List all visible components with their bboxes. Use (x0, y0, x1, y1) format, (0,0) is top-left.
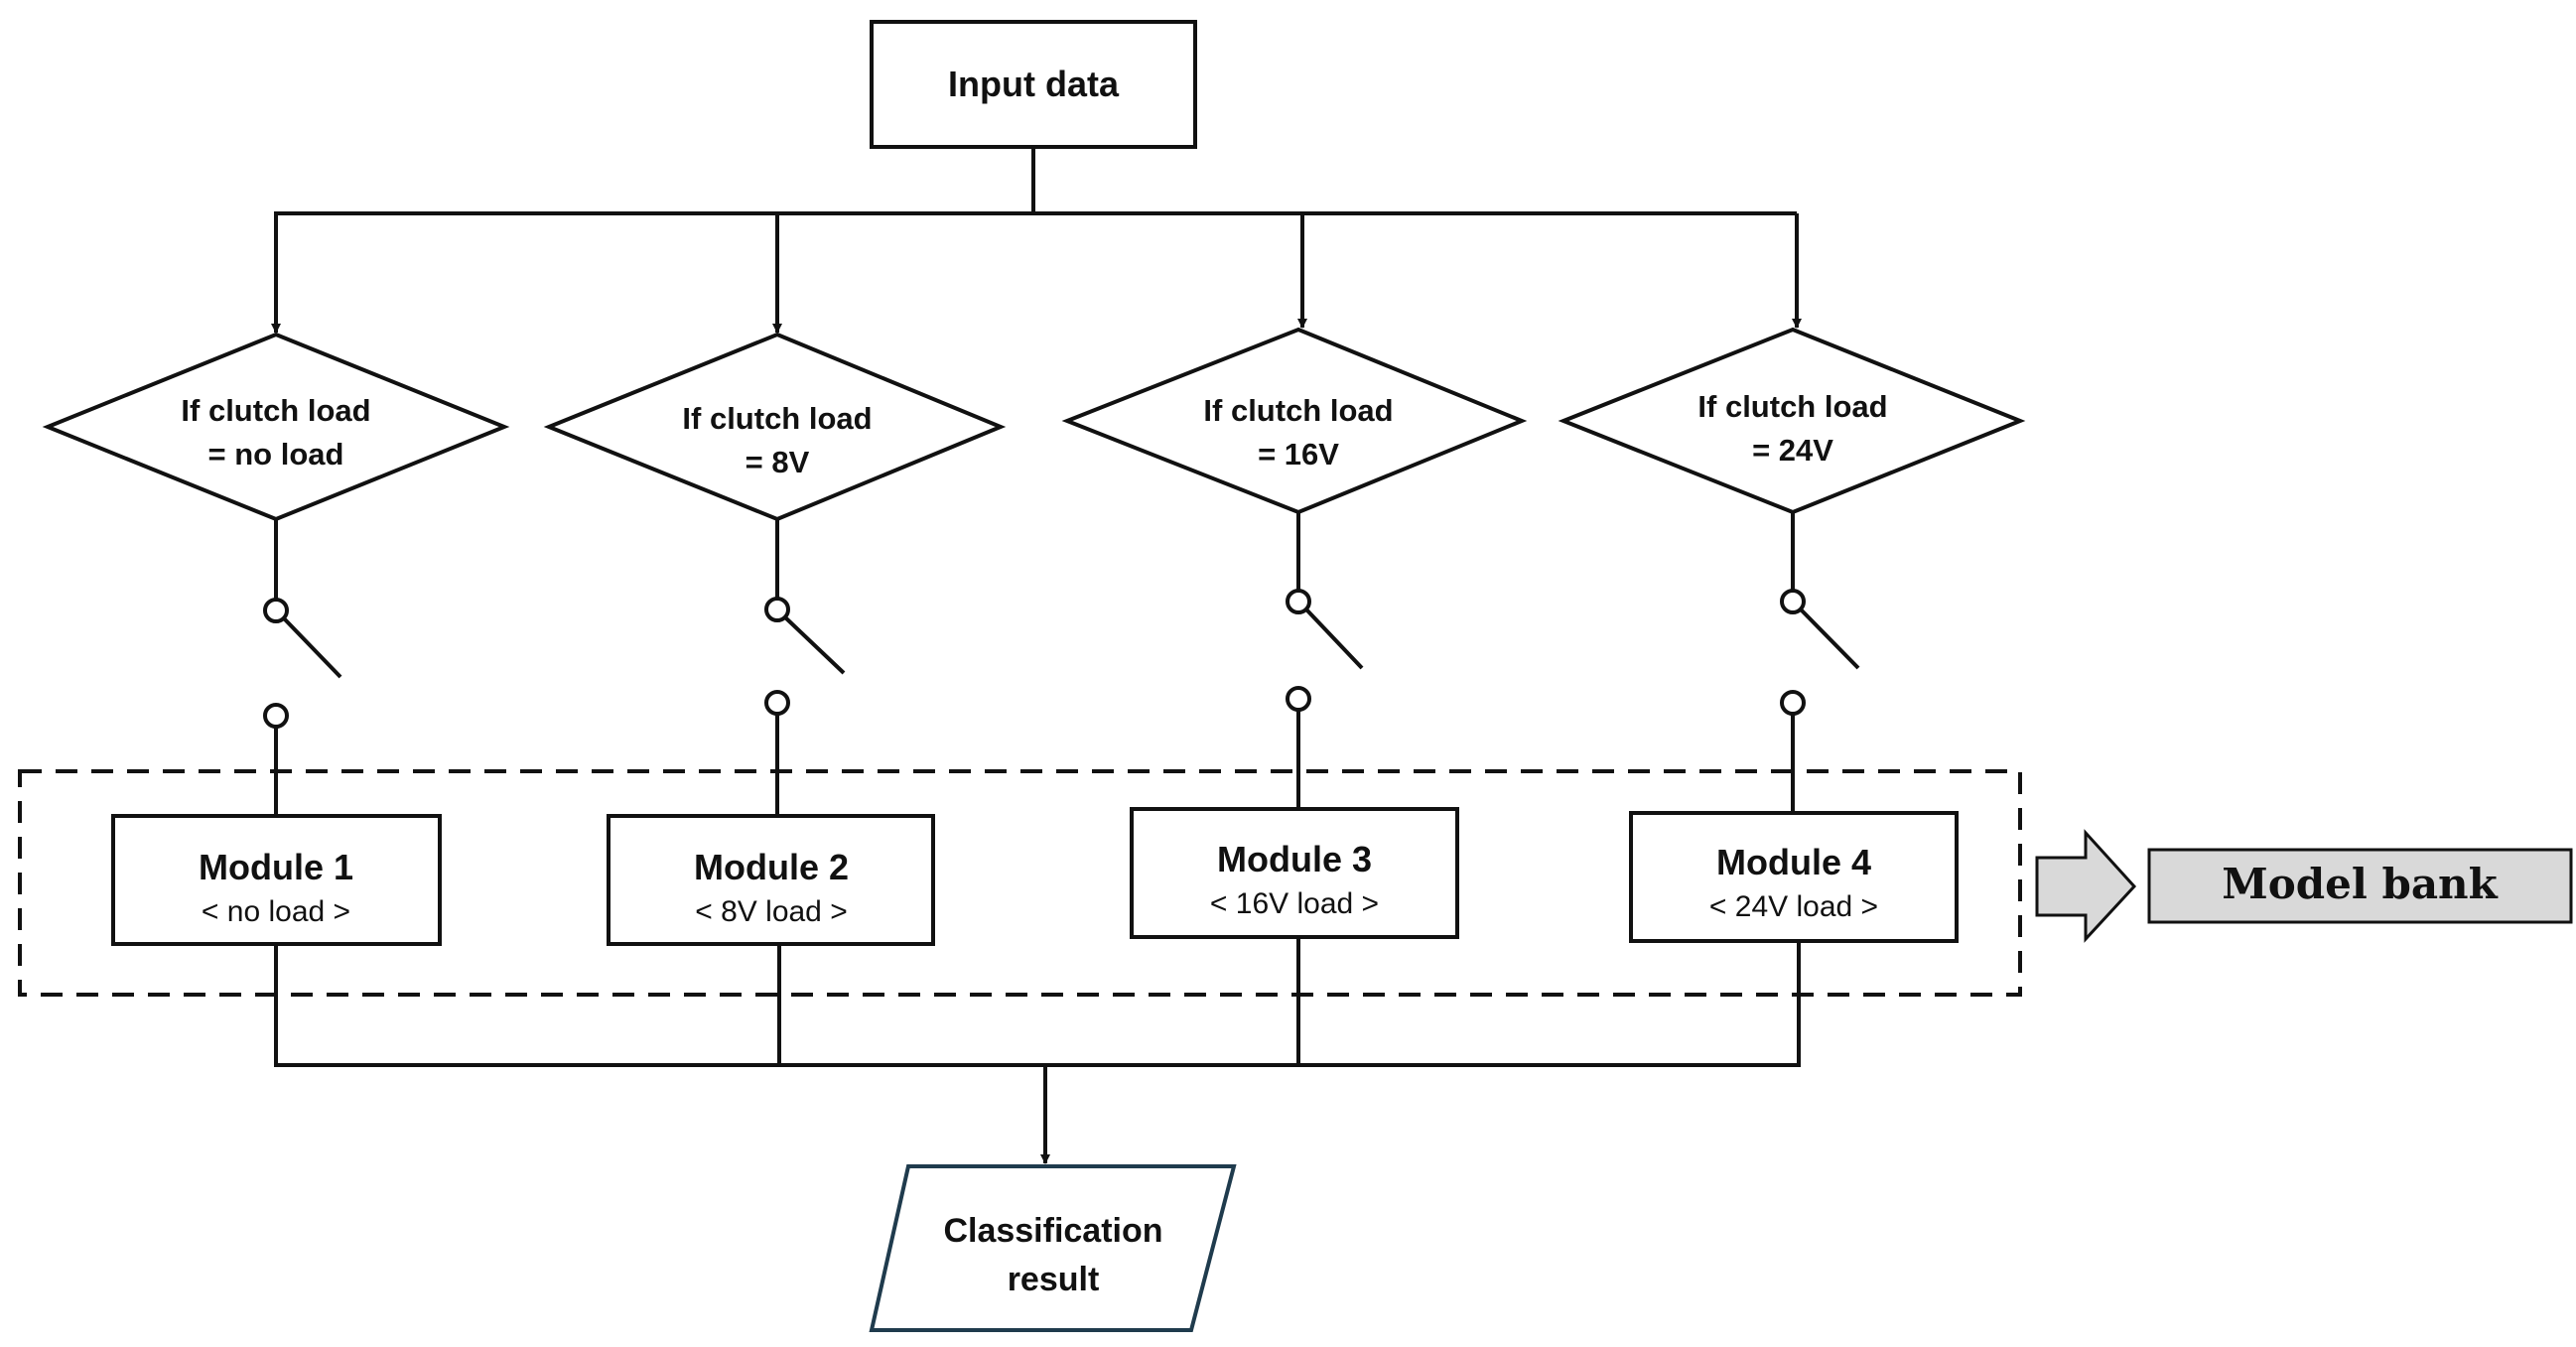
output: Classification result (869, 1164, 1237, 1332)
switch-1 (263, 519, 342, 816)
input-label: Input data (948, 64, 1120, 104)
module-title: Module 1 (199, 847, 353, 887)
condition-3: If clutch load = 16V (1061, 327, 1528, 515)
module-title: Module 2 (694, 847, 849, 887)
switch-2 (764, 519, 846, 816)
condition-line2: = 8V (746, 445, 810, 479)
block-arrow-right (2035, 829, 2137, 943)
switch-blade (1304, 607, 1364, 670)
input-box (870, 20, 1197, 149)
switch-terminal-top (1286, 589, 1311, 614)
output-line2: result (1008, 1261, 1100, 1298)
switch-terminal-bottom (1780, 690, 1806, 716)
switch-3 (1286, 512, 1364, 809)
switch-4 (1780, 512, 1860, 813)
condition-line1: If clutch load (181, 393, 370, 428)
model-bank-label: Model bank (2222, 860, 2498, 908)
condition-line2: = 24V (1752, 433, 1833, 468)
module-box (1629, 811, 1959, 943)
module-4: Module 4 < 24V load > (1629, 811, 1959, 943)
model-bank: Model bank (2147, 848, 2573, 924)
condition-4: If clutch load = 24V (1558, 327, 2026, 515)
switch-terminal-bottom (764, 690, 790, 716)
output-line1: Classification (943, 1212, 1162, 1250)
condition-line2: = 16V (1258, 437, 1339, 471)
condition-line1: If clutch load (1203, 393, 1393, 428)
module-3: Module 3 < 16V load > (1130, 807, 1459, 939)
module-subtitle: < 24V load > (1709, 890, 1878, 923)
switch-terminal-bottom (263, 703, 289, 729)
switch-blade (282, 616, 342, 679)
switch-terminal-bottom (1286, 686, 1311, 712)
module-box (111, 814, 442, 946)
module-box (607, 814, 935, 946)
switch-terminal-top (263, 598, 289, 623)
module-subtitle: < 16V load > (1210, 887, 1379, 920)
module-1: Module 1 < no load > (111, 814, 442, 946)
module-title: Module 4 (1716, 842, 1871, 882)
condition-1: If clutch load = no load (42, 332, 510, 522)
module-2: Module 2 < 8V load > (607, 814, 935, 946)
switch-blade (783, 615, 846, 675)
condition-line1: If clutch load (682, 401, 872, 436)
module-title: Module 3 (1217, 839, 1372, 879)
module-box (1130, 807, 1459, 939)
switch-blade (1799, 607, 1860, 670)
condition-line1: If clutch load (1697, 389, 1887, 424)
module-subtitle: < 8V load > (695, 895, 847, 928)
model-bank-group (18, 769, 2022, 997)
condition-line2: = no load (208, 437, 344, 471)
output-parallelogram (869, 1164, 1237, 1332)
switch-terminal-top (764, 597, 790, 622)
switch-terminal-top (1780, 589, 1806, 614)
condition-2: If clutch load = 8V (543, 332, 1007, 522)
model-bank-box (2147, 848, 2573, 924)
module-subtitle: < no load > (202, 895, 350, 928)
